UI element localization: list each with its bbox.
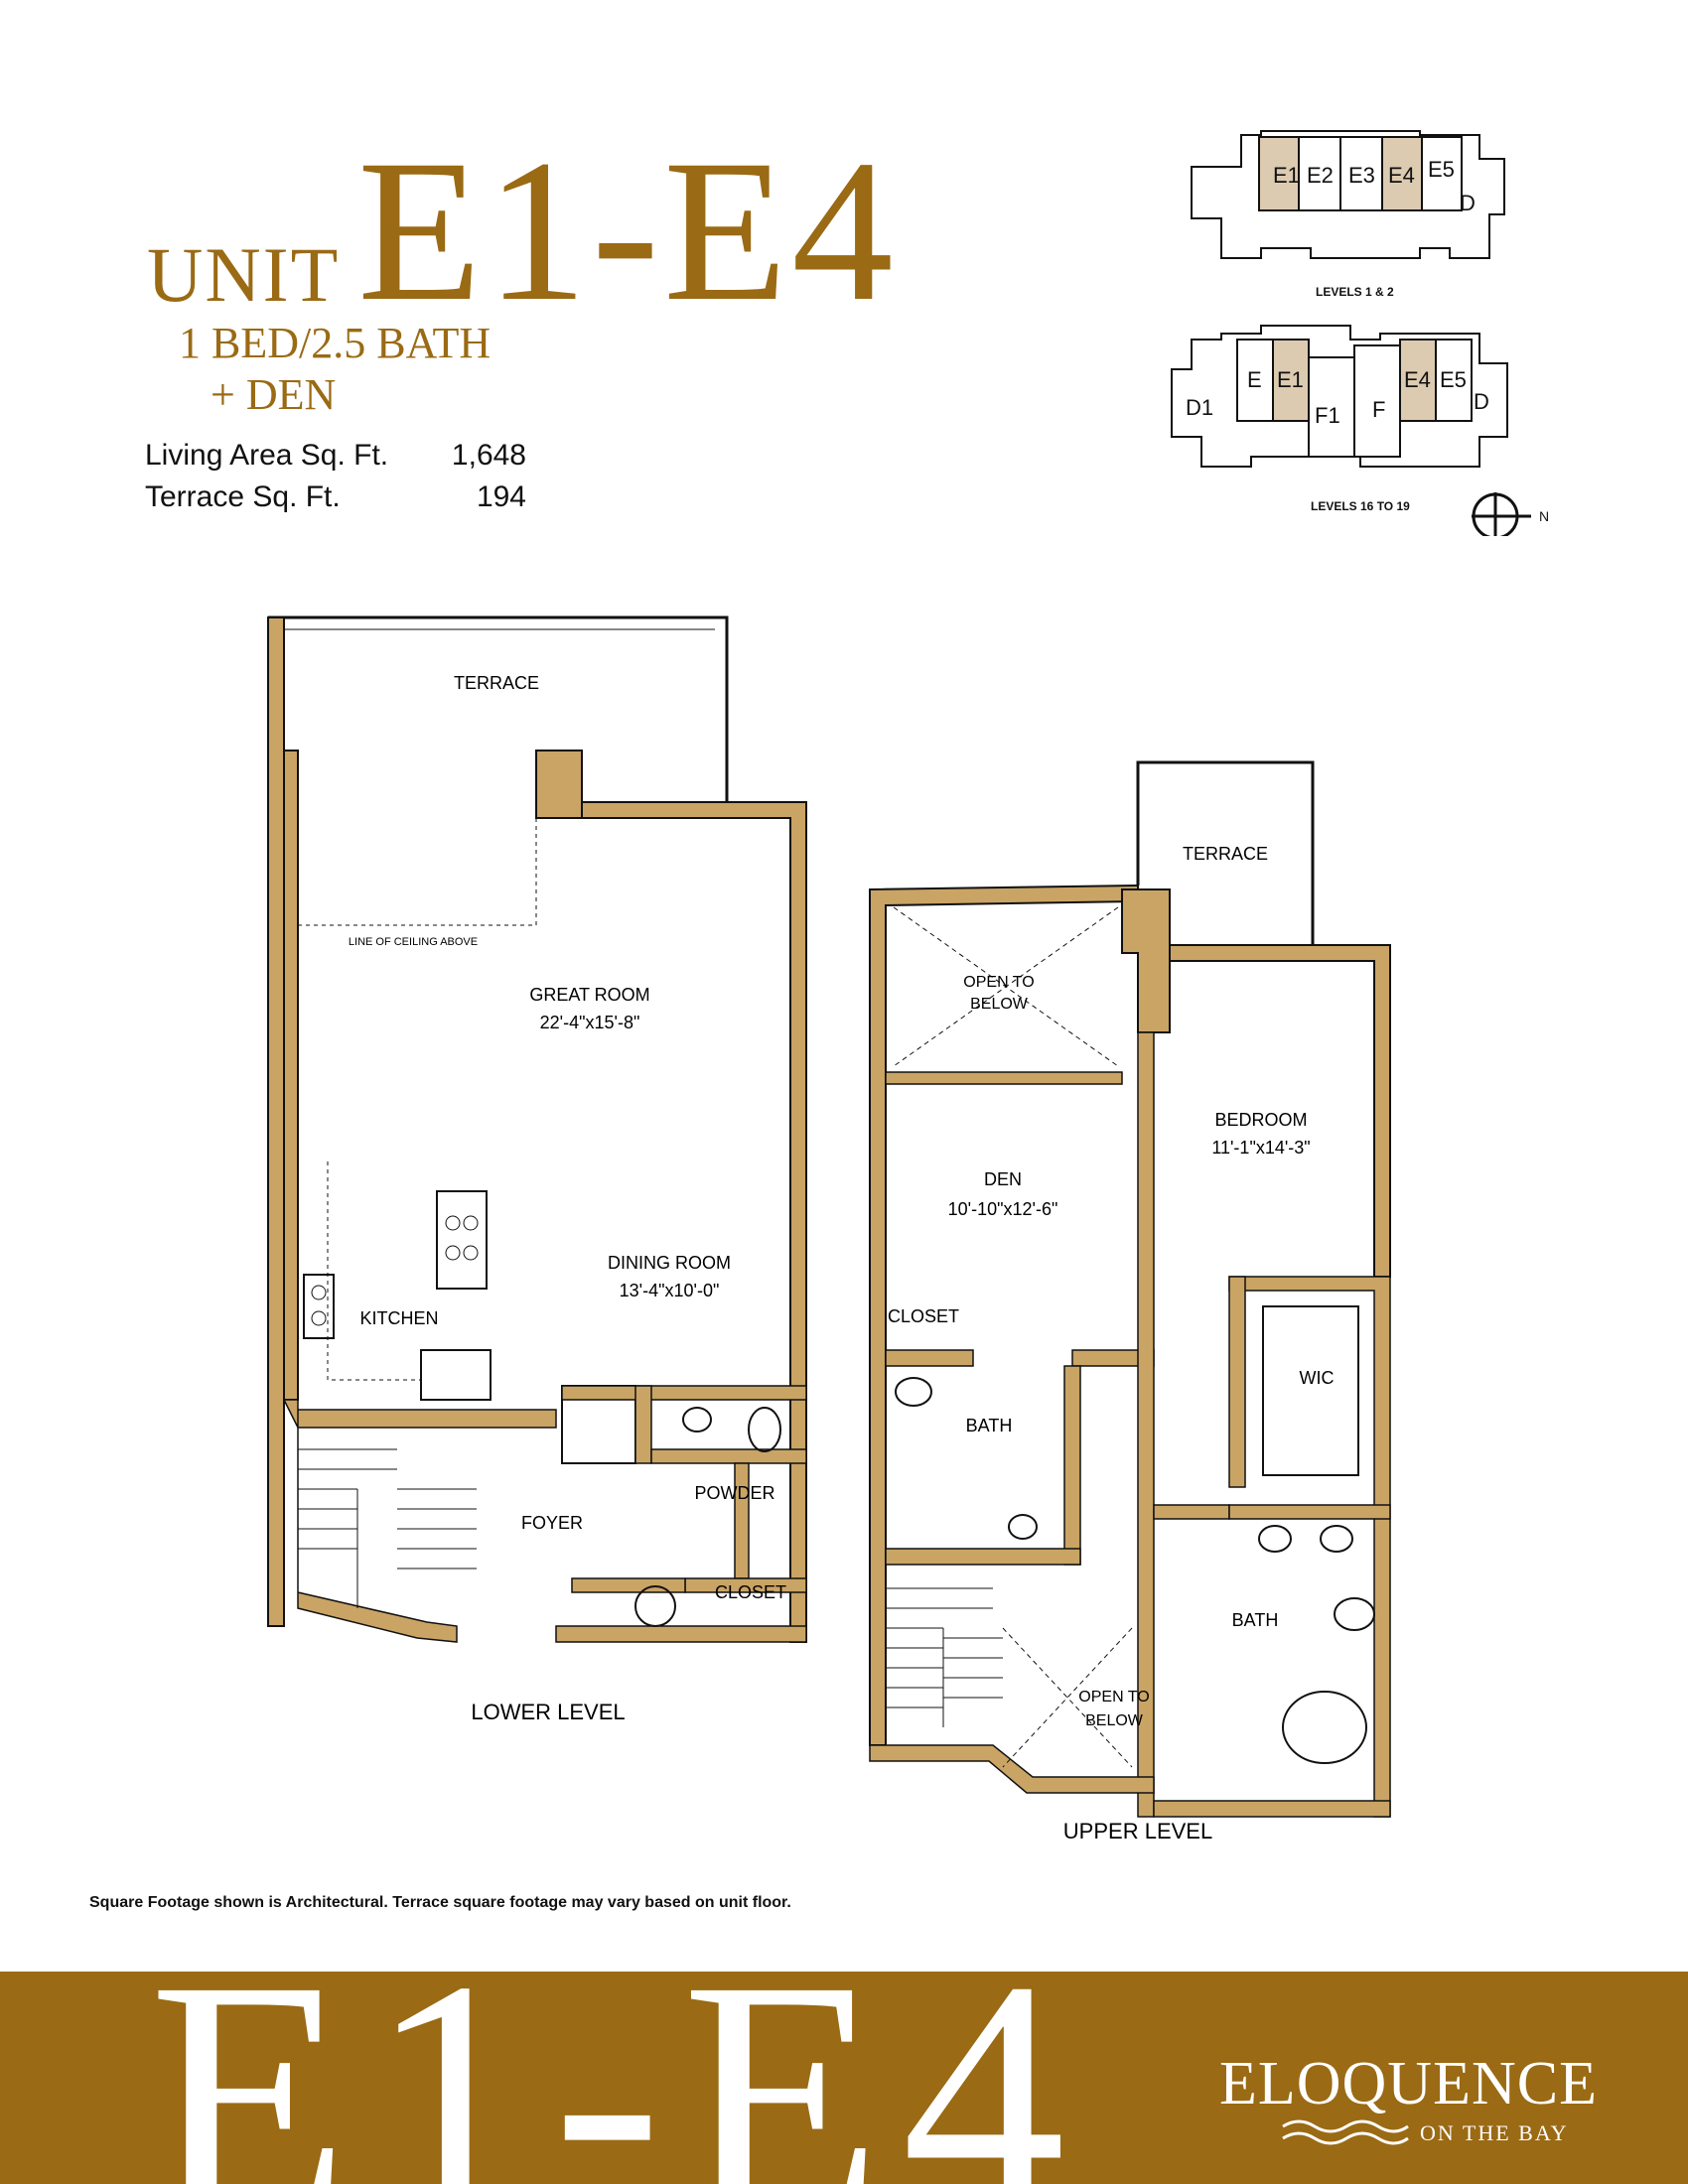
key2-caption: LEVELS 16 TO 19 — [1311, 499, 1410, 513]
key2-unit-f1: F1 — [1315, 403, 1340, 428]
foyer-label: FOYER — [521, 1513, 583, 1533]
master-bath-label: BATH — [1232, 1610, 1279, 1630]
north-label: N — [1539, 508, 1549, 524]
terrace-area-label: Terrace Sq. Ft. — [145, 480, 341, 513]
open-to-below-stair-line2: BELOW — [1085, 1712, 1144, 1729]
upper-terrace-label: TERRACE — [1183, 844, 1268, 864]
dining-room-label: DINING ROOM — [608, 1253, 731, 1273]
lower-closet-label: CLOSET — [715, 1582, 786, 1602]
lower-level-caption: LOWER LEVEL — [471, 1700, 625, 1724]
terrace-area-value: 194 — [476, 480, 526, 513]
living-area-value: 1,648 — [451, 439, 526, 472]
key2-unit-d: D — [1474, 389, 1489, 414]
key2-unit-d1: D1 — [1186, 395, 1213, 420]
dining-room-dims: 13'-4"x10'-0" — [620, 1281, 720, 1300]
great-room-label: GREAT ROOM — [529, 985, 649, 1005]
key1-unit-d: D — [1460, 191, 1476, 215]
great-room-dims: 22'-4"x15'-8" — [540, 1013, 640, 1032]
footer-unit-code: E1-E4 — [149, 1972, 1086, 2184]
key2-unit-f: F — [1372, 397, 1385, 422]
key2-unit-e5: E5 — [1440, 367, 1467, 392]
north-arrow-icon: N — [1472, 492, 1549, 536]
unit-word: UNIT — [147, 231, 341, 318]
lower-terrace-label: TERRACE — [454, 673, 539, 693]
key-plan-levels-16-19: D1 E E1 F1 F E4 E5 D — [1171, 325, 1508, 468]
den-dims: 10'-10"x12'-6" — [948, 1199, 1058, 1219]
living-area-label: Living Area Sq. Ft. — [145, 439, 389, 472]
key1-unit-e1: E1 — [1273, 163, 1300, 188]
unit-code-title: E1-E4 — [357, 118, 898, 343]
open-to-below-top-line2: BELOW — [970, 996, 1029, 1013]
key2-unit-e4: E4 — [1404, 367, 1431, 392]
bed-bath-line: 1 BED/2.5 BATH — [179, 319, 492, 367]
den-line: + DEN — [211, 370, 337, 419]
key1-unit-e3: E3 — [1348, 163, 1375, 188]
key1-caption: LEVELS 1 & 2 — [1316, 285, 1394, 299]
brand-wave-icon — [1282, 2119, 1409, 2145]
den-label: DEN — [984, 1169, 1022, 1189]
key1-unit-e5: E5 — [1428, 157, 1455, 182]
kitchen-label: KITCHEN — [359, 1308, 438, 1328]
footnote: Square Footage shown is Architectural. T… — [89, 1894, 791, 1911]
key1-unit-e4: E4 — [1388, 163, 1415, 188]
brand-logo-sub: ON THE BAY — [1420, 2120, 1569, 2145]
bedroom-dims: 11'-1"x14'-3" — [1211, 1138, 1310, 1158]
floor-plans: TERRACE LINE OF CEILING ABOVE GREAT ROOM… — [267, 615, 1391, 1843]
key2-unit-e1: E1 — [1277, 367, 1304, 392]
open-to-below-stair-line1: OPEN TO — [1078, 1689, 1149, 1706]
powder-label: POWDER — [695, 1483, 775, 1503]
key1-unit-e2: E2 — [1307, 163, 1334, 188]
ceiling-note: LINE OF CEILING ABOVE — [349, 936, 478, 948]
wic-label: WIC — [1300, 1368, 1335, 1388]
open-to-below-top-line1: OPEN TO — [963, 974, 1034, 991]
lower-level-plan: TERRACE LINE OF CEILING ABOVE GREAT ROOM… — [267, 615, 807, 1724]
upper-level-caption: UPPER LEVEL — [1063, 1819, 1212, 1843]
key-plan: E1 E2 E3 E4 E5 D LEVELS 1 & 2 D1 E E1 F1… — [1171, 130, 1549, 536]
bedroom-label: BEDROOM — [1214, 1110, 1307, 1130]
upper-level-plan: TERRACE OPEN TO BELOW DEN 10'-10"x12'-6"… — [869, 760, 1391, 1843]
brand-logo-name: ELOQUENCE — [1219, 2050, 1598, 2117]
key-plan-levels-1-2: E1 E2 E3 E4 E5 D — [1191, 130, 1505, 259]
den-closet-label: CLOSET — [888, 1306, 959, 1326]
upper-bath-label: BATH — [966, 1416, 1013, 1435]
key2-unit-e: E — [1247, 367, 1262, 392]
footer-band: E1-E4 ELOQUENCE ON THE BAY — [0, 1972, 1688, 2184]
